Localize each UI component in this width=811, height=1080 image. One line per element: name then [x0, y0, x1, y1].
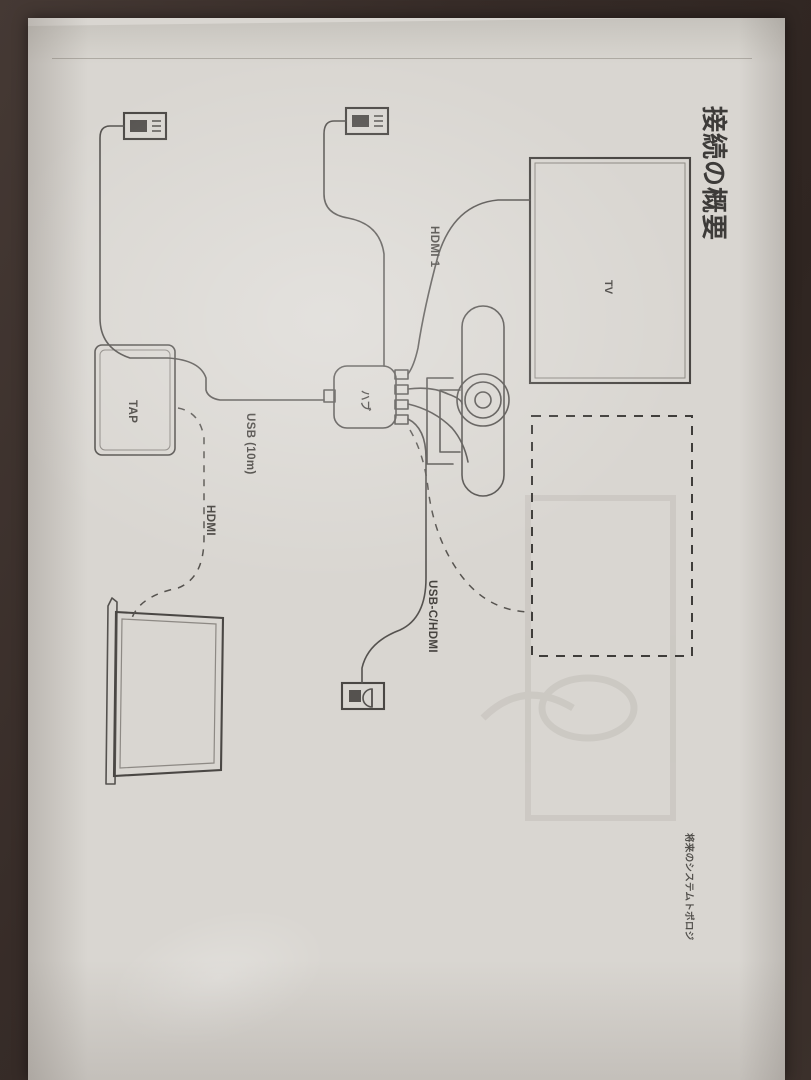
- label-hub: ハブ: [359, 390, 371, 411]
- cable-power-1: [99, 125, 325, 401]
- connection-diagram: .s { fill:none; stroke:#55524f; stroke-w…: [94, 106, 693, 821]
- node-camera: [426, 305, 510, 497]
- node-tap: [94, 344, 176, 456]
- outlet-3: [340, 681, 386, 711]
- cable-hdmi-dashed: [131, 407, 205, 619]
- cable-hub-camera: [407, 387, 463, 405]
- label-hdmi: HDMI: [204, 505, 216, 536]
- cable-power-2: [323, 120, 385, 367]
- page-title: 接続の概要: [699, 106, 729, 242]
- paper-shadow-bottom: [28, 960, 785, 1080]
- label-usb-10m: USB (10m): [244, 413, 256, 475]
- node-tv: [528, 156, 692, 385]
- node-laptop: [105, 597, 225, 785]
- label-usbc-hdmi: USB-C/HDMI: [426, 580, 438, 653]
- printed-page: .s { fill:none; stroke:#55524f; stroke-w…: [28, 18, 785, 1080]
- node-future-area: [531, 415, 693, 657]
- cable-usbc-hdmi-dashed: [409, 429, 533, 613]
- label-tap: TAP: [126, 400, 138, 424]
- cable-hub-power: [361, 418, 427, 684]
- paper-shadow-right: [739, 18, 785, 1080]
- outlet-1: [122, 111, 168, 141]
- label-tv: TV: [602, 280, 614, 295]
- label-footnote: 将来のシステムトポロジ: [683, 833, 694, 941]
- paper-shadow-left: [28, 18, 88, 1080]
- page-top-edge: [28, 18, 785, 64]
- cable-hub-camera-2: [407, 403, 469, 463]
- label-hdmi-1: HDMI 1: [428, 226, 440, 268]
- cable-hdmi-1: [407, 199, 531, 375]
- paper-bleed-through: [480, 495, 676, 821]
- outlet-2: [344, 106, 390, 136]
